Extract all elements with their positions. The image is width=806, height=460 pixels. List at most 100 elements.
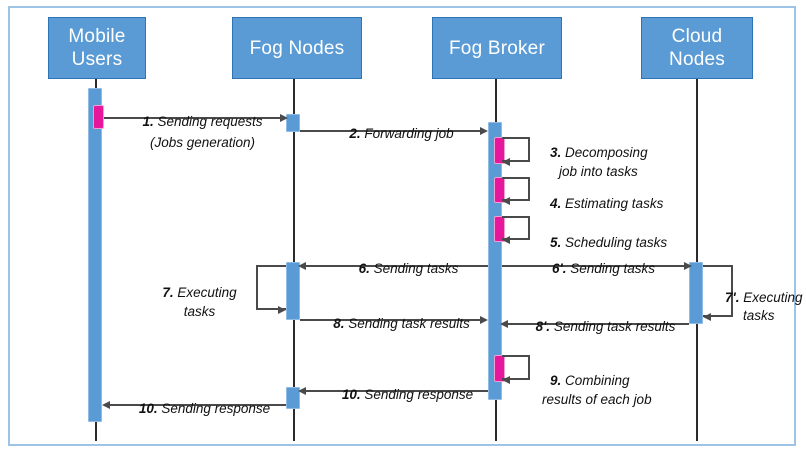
message-line-8 bbox=[300, 319, 482, 321]
message-arrowhead-8 bbox=[480, 316, 488, 324]
message-line-6 bbox=[300, 265, 488, 267]
message-label-9: 9. Combining bbox=[535, 357, 630, 405]
participant-head-mobile-users: Mobile Users bbox=[48, 17, 146, 79]
message-line-10-fog-to-mobile bbox=[104, 404, 286, 406]
message-line-6-prime bbox=[502, 265, 687, 267]
focus-marker-fog-broker-3 bbox=[494, 216, 505, 242]
activation-mobile-users bbox=[88, 88, 102, 422]
self-loop-7 bbox=[256, 265, 286, 310]
message-text-3: Decomposing bbox=[561, 145, 648, 160]
focus-marker-mobile-users bbox=[93, 105, 104, 129]
participant-head-cloud-nodes: Cloud Nodes bbox=[641, 17, 753, 79]
message-text-8-prime: Sending task results bbox=[550, 319, 676, 334]
self-loop-4 bbox=[502, 177, 530, 201]
message-number-8: 8. bbox=[333, 316, 345, 331]
message-text-2: Forwarding job bbox=[360, 126, 454, 141]
message-number-7: 7. bbox=[162, 285, 174, 300]
self-loop-3 bbox=[502, 137, 530, 162]
message-number-9: 9. bbox=[550, 373, 562, 388]
message-line-8-prime bbox=[502, 323, 689, 325]
diagram-frame bbox=[8, 6, 796, 446]
participant-label-cloud-nodes-line1: Cloud bbox=[671, 26, 723, 47]
message-label-6: 6. Sending tasks bbox=[316, 245, 486, 293]
participant-label-mobile-users-line1: Mobile bbox=[68, 26, 126, 47]
message-arrowhead-9 bbox=[502, 376, 510, 384]
message-text-7b: tasks bbox=[183, 304, 216, 319]
message-arrowhead-8-prime bbox=[500, 320, 508, 328]
message-arrowhead-6-prime bbox=[684, 262, 692, 270]
message-label-3b: job into tasks bbox=[544, 148, 638, 196]
message-text-10-fog-to-mobile: Sending response bbox=[157, 401, 271, 416]
message-label-7: 7. Executing bbox=[130, 269, 254, 317]
message-number-10-fog-to-mobile: 10. bbox=[138, 401, 158, 416]
message-text-7-prime-b: tasks bbox=[743, 308, 775, 323]
message-number-5: 5. bbox=[550, 235, 562, 250]
message-arrowhead-7-prime bbox=[703, 313, 711, 321]
message-text-9b: results of each job bbox=[542, 392, 652, 407]
message-arrowhead-1 bbox=[280, 114, 288, 122]
participant-label-cloud-nodes-line2: Nodes bbox=[669, 49, 725, 70]
message-label-10-fog-to-mobile: 10. Sending response bbox=[108, 385, 286, 433]
message-arrowhead-10-broker-to-fog bbox=[298, 387, 306, 395]
message-number-8-prime: 8'. bbox=[535, 319, 551, 334]
message-text-6: Sending tasks bbox=[369, 261, 459, 276]
message-number-2: 2. bbox=[349, 126, 361, 141]
participant-label-fog-broker: Fog Broker bbox=[449, 37, 545, 59]
message-text-5: Scheduling tasks bbox=[561, 235, 668, 250]
message-arrowhead-3 bbox=[502, 158, 510, 166]
message-label-9b: results of each job bbox=[527, 376, 652, 424]
message-text-7: Executing bbox=[173, 285, 237, 300]
focus-marker-fog-broker-4 bbox=[494, 355, 505, 382]
message-line-1 bbox=[104, 117, 282, 119]
message-text-1: Sending requests bbox=[153, 114, 263, 129]
message-label-10-broker-to-fog: 10. Sending response bbox=[310, 371, 490, 419]
message-arrowhead-2 bbox=[480, 127, 488, 135]
message-label-4: 4. Estimating tasks bbox=[535, 180, 663, 228]
participant-label-mobile-users-line2: Users bbox=[71, 49, 123, 70]
message-number-1: 1. bbox=[142, 114, 154, 129]
message-text-10-broker-to-fog: Sending response bbox=[360, 387, 474, 402]
message-text-9: Combining bbox=[561, 373, 630, 388]
message-line-10-broker-to-fog bbox=[300, 390, 488, 392]
message-label-7-prime-b: tasks bbox=[728, 292, 775, 340]
self-loop-5 bbox=[502, 216, 530, 240]
activation-cloud-nodes bbox=[689, 262, 703, 324]
self-loop-7-prime bbox=[703, 265, 733, 317]
message-arrowhead-6 bbox=[298, 262, 306, 270]
message-label-6-prime: 6'. Sending tasks bbox=[508, 245, 684, 293]
message-arrowhead-10-fog-to-mobile bbox=[102, 401, 110, 409]
message-line-2 bbox=[300, 130, 482, 132]
lifeline-fog-nodes bbox=[293, 79, 295, 441]
message-text-4: Estimating tasks bbox=[561, 196, 664, 211]
message-label-7b: tasks bbox=[130, 288, 254, 336]
message-text-8: Sending task results bbox=[344, 316, 470, 331]
message-number-3: 3. bbox=[550, 145, 562, 160]
message-number-4: 4. bbox=[550, 196, 562, 211]
message-label-7-prime: 7'. Executing bbox=[710, 274, 803, 322]
lifeline-cloud-nodes bbox=[696, 79, 698, 441]
message-number-7-prime: 7'. bbox=[725, 290, 740, 305]
message-arrowhead-4 bbox=[502, 197, 510, 205]
participant-head-fog-nodes: Fog Nodes bbox=[232, 17, 362, 79]
message-label-3: 3. Decomposing bbox=[535, 129, 648, 177]
message-label-2: 2. Forwarding job bbox=[306, 110, 482, 158]
message-number-6-prime: 6'. bbox=[551, 261, 567, 276]
self-loop-9 bbox=[502, 355, 530, 380]
activation-fog-nodes-2 bbox=[286, 262, 300, 320]
activation-fog-nodes-3 bbox=[286, 387, 300, 409]
message-text-7-prime: Executing bbox=[739, 290, 803, 305]
message-number-10-broker-to-fog: 10. bbox=[341, 387, 361, 402]
participant-head-fog-broker: Fog Broker bbox=[432, 17, 562, 79]
focus-marker-fog-broker-2 bbox=[494, 177, 505, 203]
focus-marker-fog-broker-1 bbox=[494, 137, 505, 164]
message-text-1b: (Jobs generation) bbox=[149, 135, 256, 150]
message-label-8: 8. Sending task results bbox=[306, 300, 482, 348]
message-text-6-prime: Sending tasks bbox=[566, 261, 656, 276]
message-text-3b: job into tasks bbox=[559, 164, 638, 179]
message-number-6: 6. bbox=[358, 261, 370, 276]
message-label-1: 1. Sending requests bbox=[110, 98, 280, 146]
participant-label-fog-nodes: Fog Nodes bbox=[249, 37, 345, 59]
message-label-5: 5. Scheduling tasks bbox=[535, 219, 667, 267]
message-label-8-prime: 8'. Sending task results bbox=[508, 303, 688, 351]
